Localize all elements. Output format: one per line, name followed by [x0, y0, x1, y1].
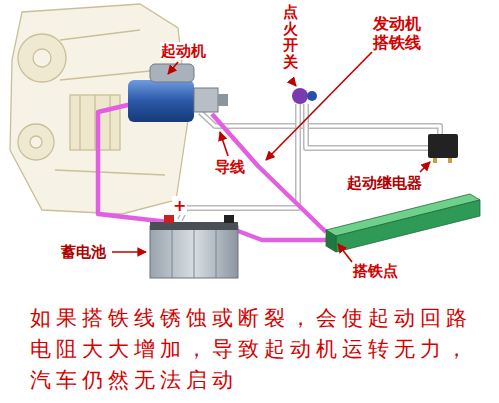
part-label: 搭铁点	[352, 262, 399, 280]
caption: 如果搭铁线锈蚀或断裂，会使起动回路电阻大大增加，导致起动机运转无力，汽车仍然无法…	[30, 303, 490, 396]
leader-arrows	[112, 52, 430, 262]
ignition-switch	[292, 88, 317, 104]
part-label: 发动机 搭铁线	[372, 14, 427, 52]
part-label: 点火开关	[282, 4, 299, 70]
ground-rail	[326, 194, 480, 252]
starter-relay	[428, 134, 458, 163]
part-label: +	[172, 196, 187, 215]
starter-motor	[128, 64, 228, 122]
part-label: 起动机	[160, 42, 207, 60]
part-label: 起动继电器	[346, 174, 423, 192]
starting-circuit-wires	[98, 104, 330, 240]
battery	[150, 215, 238, 278]
part-label: 蓄电池	[60, 243, 107, 261]
part-label: 导线	[214, 158, 246, 176]
